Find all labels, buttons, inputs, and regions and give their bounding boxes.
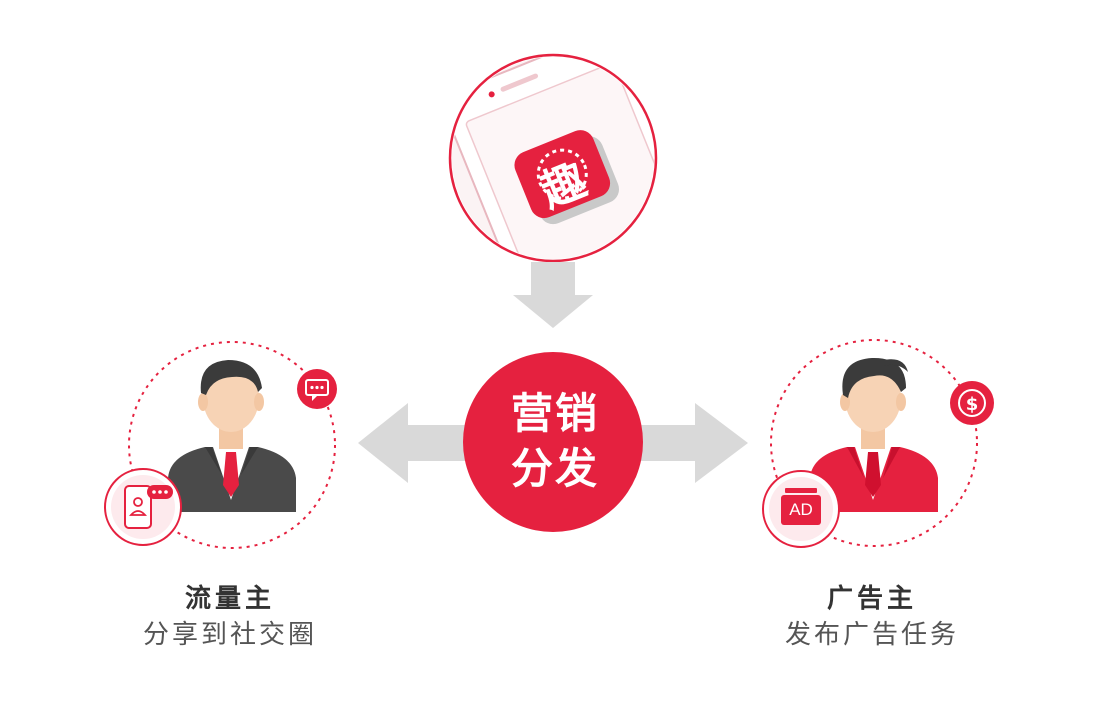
left-person-hair — [200, 360, 262, 395]
right-arrow — [632, 403, 748, 483]
center-line-1: 营销 — [510, 389, 599, 438]
ad-card-icon — [762, 470, 840, 548]
right-person-group: $ — [762, 339, 994, 548]
down-arrow — [513, 262, 593, 328]
right-title: 广告主 — [826, 584, 917, 614]
right-person-hair — [842, 357, 906, 398]
chat-bubble-icon — [297, 369, 337, 409]
center-line-2: 分发 — [510, 444, 599, 493]
right-person-head — [845, 364, 901, 432]
center-circle — [463, 352, 643, 532]
app-icon — [514, 130, 620, 225]
left-arrow — [358, 403, 470, 483]
left-title: 流量主 — [184, 584, 275, 614]
phone-share-icon — [104, 468, 182, 546]
dollar-icon: $ — [950, 381, 994, 425]
svg-text:$: $ — [966, 394, 979, 415]
left-subtitle: 分享到社交圈 — [142, 620, 317, 650]
ad-label: AD — [789, 500, 813, 519]
left-person-group — [104, 341, 337, 549]
right-subtitle: 发布广告任务 — [784, 620, 959, 650]
